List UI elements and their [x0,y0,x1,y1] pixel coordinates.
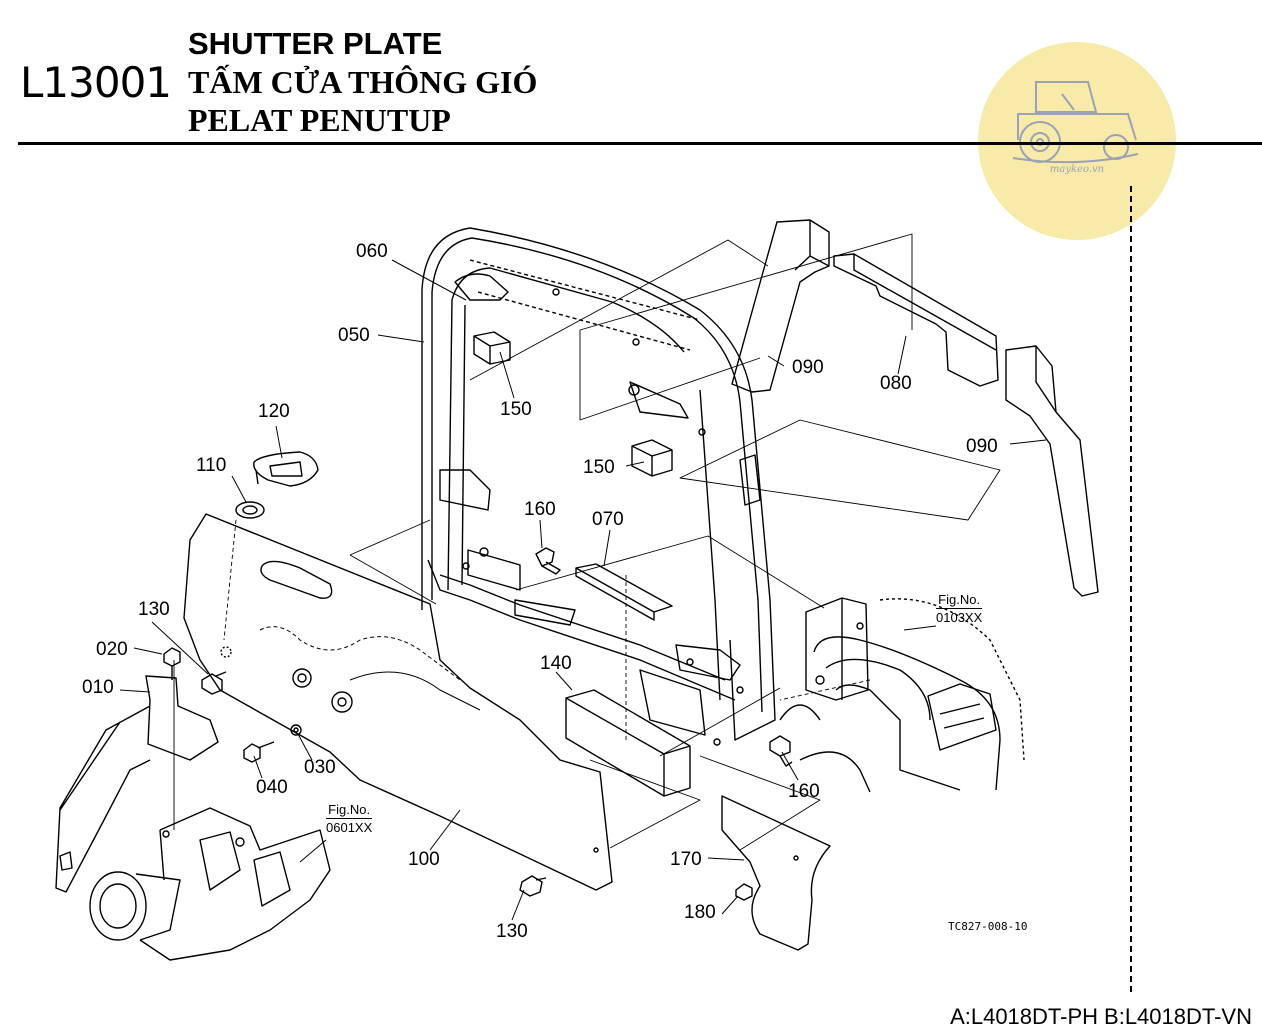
seal-090-right [1005,345,1099,597]
callout-090-right: 090 [966,436,998,457]
callout-080: 080 [880,373,912,394]
strip-070 [575,563,673,621]
title-english: SHUTTER PLATE [188,26,443,61]
model-a-label: A:L4018DT-PH [950,1004,1099,1029]
callout-120: 120 [258,401,290,422]
callout-040: 040 [256,777,288,798]
callout-160-lower: 160 [788,781,820,802]
washer-030 [290,724,302,736]
screw-160-lower [769,735,793,767]
figure-ref-number: 0103XX [936,608,983,625]
callout-110: 110 [196,455,227,476]
callout-060: 060 [356,241,388,262]
screw-180 [735,883,753,901]
callout-090-left: 090 [792,357,824,378]
callout-070: 070 [592,509,624,530]
seal-090-left [731,219,830,393]
section-divider-dashed [1130,186,1132,992]
bolt-040 [243,741,275,763]
header-rule [18,142,1262,145]
figure-ref-0103xx: Fig.No. 0103XX [936,592,983,626]
callout-170: 170 [670,849,702,870]
shutter-plate-100 [183,513,613,891]
figure-ref-label: Fig.No. [328,802,371,817]
title-indonesian: PELAT PENUTUP [188,102,451,138]
shutter-frame-050 [421,227,776,746]
cover-plate-170 [721,795,831,951]
title-vietnamese: TẤM CỬA THÔNG GIÓ [188,64,538,100]
callout-150-upper: 150 [500,399,532,420]
foam-block-140 [565,689,691,797]
foam-block-150-lower [631,439,673,477]
figure-ref-number: 0601XX [326,818,373,835]
figure-ref-label: Fig.No. [938,592,981,607]
page-code: L13001 [20,58,172,107]
callout-130-upper: 130 [138,599,170,620]
seal-080 [833,253,999,387]
bolt-130-lower [519,875,547,897]
watermark-logo: maykeo.vn [978,42,1176,240]
callout-100: 100 [408,849,440,870]
bolt-130-upper [201,671,227,695]
callout-050: 050 [338,325,370,346]
callout-180: 180 [684,902,716,923]
bolt-020 [163,647,181,680]
watermark-text: maykeo.vn [1049,164,1105,175]
callout-150-lower: 150 [583,457,615,478]
callout-020: 020 [96,639,128,660]
cap-120 [253,451,319,487]
callout-030: 030 [304,757,336,778]
foam-block-150-upper [473,331,511,365]
callout-010: 010 [82,677,114,698]
drawing-number: TC827-008-10 [948,920,1028,933]
bracket-010 [55,675,219,893]
callout-160-upper: 160 [524,499,556,520]
screw-160-upper [535,547,561,575]
engine-block-ref-0103 [779,597,1025,793]
callout-130-lower: 130 [496,921,528,942]
model-b-label: B:L4018DT-VN [1104,1004,1252,1029]
figure-ref-0601xx: Fig.No. 0601XX [326,802,373,836]
grommet-110 [235,501,265,519]
callout-140: 140 [540,653,572,674]
exhaust-manifold-ref-0601 [89,807,331,961]
